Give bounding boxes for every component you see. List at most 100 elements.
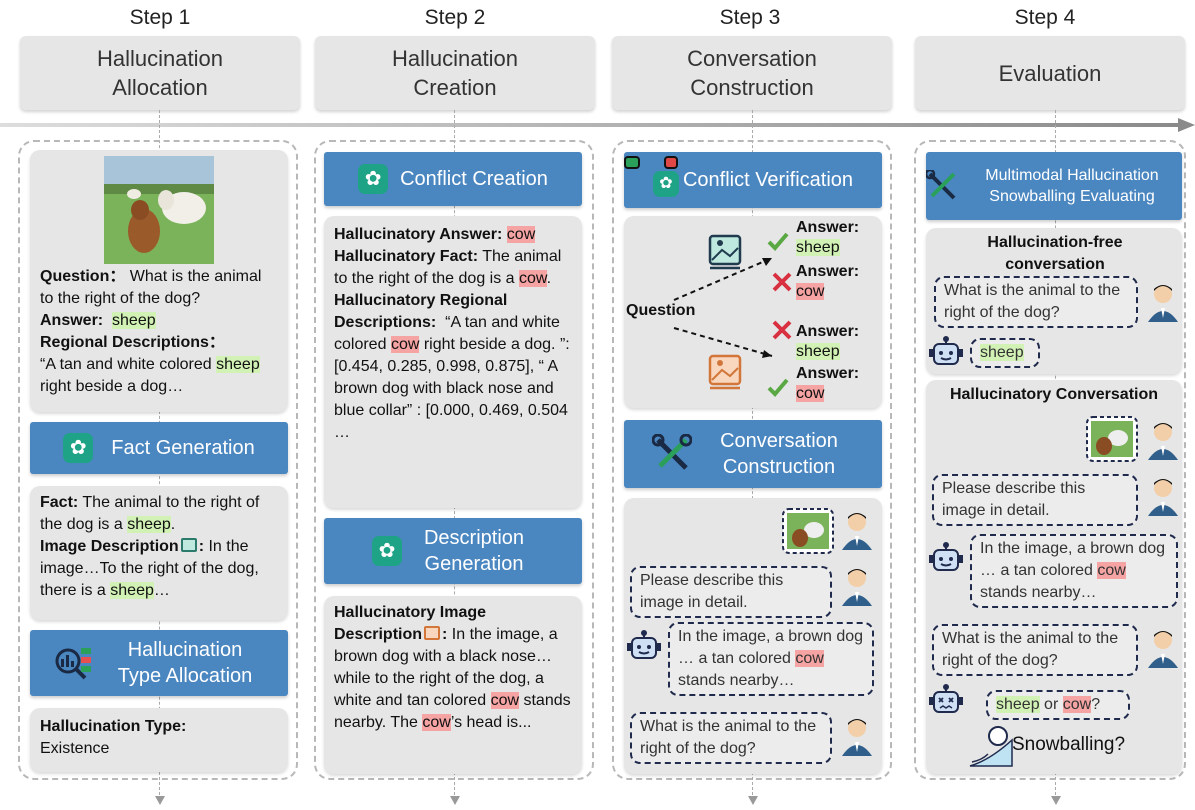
openai-icon: ✿ (372, 536, 402, 566)
confused-robot-icon (928, 684, 964, 723)
h-img-3: ’s head is... (450, 714, 532, 731)
header-evaluation: Evaluation (915, 36, 1185, 110)
free-question-bubble: What is the animal to the right of the d… (934, 276, 1138, 328)
step-1-label: Step 1 (129, 6, 191, 29)
user-avatar-icon (842, 716, 872, 756)
answer-block-4: Answer:cow (796, 365, 860, 402)
conflict-verification-box: ✿ Conflict Verification (624, 152, 882, 208)
col3-frame (612, 140, 892, 780)
regional-text-2: right beside a dog… (40, 378, 184, 395)
fact-generation-box: ✿ Fact Generation (30, 422, 288, 474)
conv-bubble-question: What is the animal to the right of the d… (630, 712, 832, 764)
type-value: Existence (40, 740, 110, 757)
col2-down-arrow (450, 796, 460, 805)
h-answer-label: Hallucinatory Answer: (334, 226, 503, 243)
openai-icon: ✿ (358, 164, 389, 194)
h-reg-hl: cow (390, 336, 420, 353)
h-bubble-question: What is the animal to the right of the d… (932, 624, 1138, 676)
verification-diagram (673, 232, 792, 397)
step-3-label: Step 3 (719, 6, 781, 29)
h-fact-label: Hallucinatory Fact: (334, 248, 479, 265)
conflict-creation-box: ✿ Conflict Creation (324, 152, 582, 206)
header-hallucination-creation: Hallucination Creation (315, 36, 595, 110)
header-hallucination-allocation: Hallucination Allocation (20, 36, 300, 110)
col1-down-arrow (155, 796, 165, 805)
h-reg-1: “A tan and white colored (334, 314, 560, 353)
question-text: What is the animal to the right of the d… (40, 268, 262, 307)
type-card: Hallucination Type: Existence (30, 708, 288, 772)
regional-hl: sheep (216, 356, 260, 373)
answer-block-2: Answer:cow (796, 263, 860, 300)
type-allocation-box: Hallucination Type Allocation (30, 630, 288, 696)
fact-hl: sheep (127, 516, 171, 533)
image-icon (180, 538, 197, 552)
question-label: Question (626, 302, 696, 319)
img-desc-hl: sheep (110, 582, 154, 599)
robot-icon (928, 336, 964, 375)
answer-block-1: Answer:sheep (796, 219, 860, 256)
step-4-label: Step 4 (1014, 6, 1076, 29)
user-avatar-icon (1148, 476, 1178, 516)
h-fact-text: The animal to the right of the dog is a (334, 248, 562, 287)
h-img-hl2: cow (422, 714, 451, 731)
conv-bubble-describe: Please describe this image in detail. (630, 566, 832, 618)
h-fact-hl: cow (519, 270, 547, 287)
regional-text-1: “A tan and white colored (40, 356, 212, 373)
regional-label: Regional Descriptions： (40, 334, 225, 351)
snowball-icon (969, 726, 1013, 767)
col1-frame (18, 140, 298, 780)
openai-icon: ✿ (652, 171, 679, 197)
user-avatar-icon (1148, 282, 1178, 322)
conversation-construction-box: Conversation Construction (624, 420, 882, 488)
fact-text: The animal to the right of the dog is a (40, 494, 260, 533)
timeline-arrow (0, 118, 1195, 132)
h-bubble-final-answer: sheep or cow? (986, 690, 1130, 720)
robot-icon (928, 542, 964, 581)
user-avatar-icon (1148, 628, 1178, 668)
image-icon-orange (708, 354, 742, 390)
user-image-thumb (782, 508, 834, 554)
cross-badge-icon (664, 156, 678, 169)
h-bubble-answer: In the image, a brown dog … a tan colore… (970, 534, 1178, 608)
user-avatar-icon (1148, 420, 1178, 460)
h-reg-label: Hallucinatory Regional Descriptions: (334, 292, 508, 331)
h-img-2: stands nearby. The (334, 692, 571, 731)
evaluating-box: Multimodal Hallucination Snowballing Eva… (926, 152, 1182, 220)
description-generation-box: ✿ Description Generation (324, 518, 582, 584)
snowballing-label: Snowballing? (1012, 734, 1126, 755)
openai-icon: ✿ (63, 433, 94, 463)
col4-down-arrow (1051, 796, 1061, 805)
question-card: Question： What is the animal to the righ… (30, 150, 288, 412)
h-description-card: Hallucinatory Image Description: In the … (324, 596, 582, 774)
h-answer: cow (506, 226, 536, 243)
answer-block-3: Answer:sheep (796, 323, 860, 360)
robot-icon (626, 630, 662, 669)
fact-card: Fact: The animal to the right of the dog… (30, 486, 288, 620)
col3-down-arrow (748, 796, 758, 805)
free-conversation-title: Hallucination-free conversation (987, 234, 1123, 273)
header-conversation-construction: Conversation Construction (612, 36, 892, 110)
h-bubble-describe: Please describe this image in detail. (932, 474, 1138, 526)
free-answer-bubble: sheep (970, 338, 1040, 368)
image-icon (424, 626, 441, 640)
col2-frame (314, 140, 594, 780)
h-img-1: In the image, a brown dog with a black n… (334, 626, 558, 709)
tools-icon (926, 170, 956, 200)
img-desc-text: In the image…To the right of the dog, th… (40, 538, 259, 599)
h-reg-2: right beside a dog. ”: [0.454, 0.285, 0.… (334, 336, 570, 441)
h-img-hl1: cow (490, 692, 520, 709)
check-badge-icon (624, 156, 640, 169)
type-label: Hallucination Type: (40, 718, 187, 735)
user-avatar-icon (842, 566, 872, 606)
fact-label: Fact: (40, 494, 79, 511)
user-image-thumb (1086, 416, 1138, 462)
dog-sheep-image (104, 156, 214, 264)
question-label: Question： (40, 268, 126, 285)
img-desc-label: Image Description (40, 538, 179, 555)
hallucinatory-conversation-title: Hallucinatory Conversation (949, 386, 1159, 403)
conv-bubble-answer: In the image, a brown dog … a tan colore… (668, 622, 874, 696)
image-icon-green (708, 234, 742, 270)
user-avatar-icon (842, 510, 872, 550)
answer-value: sheep (112, 312, 156, 329)
analysis-icon (55, 648, 91, 680)
